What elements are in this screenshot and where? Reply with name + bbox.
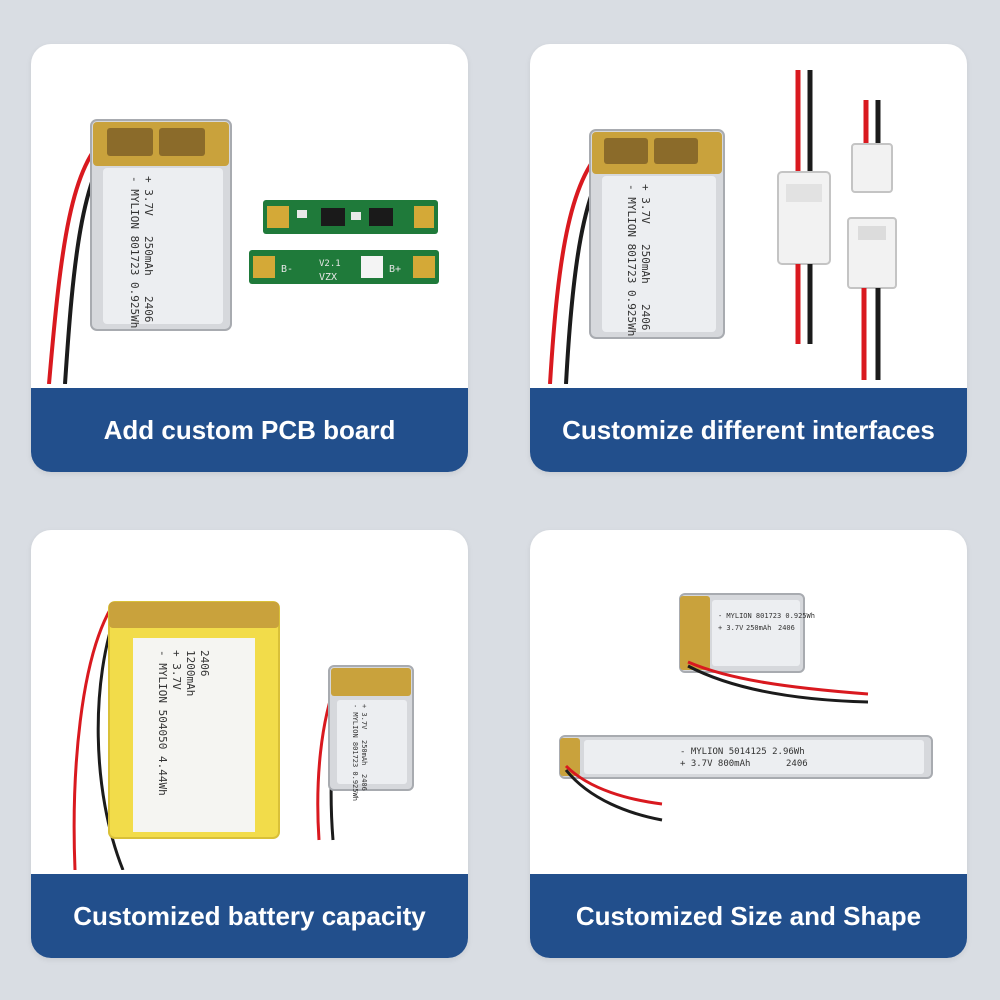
pcb-mark-bplus: B+	[389, 264, 401, 275]
capacity-illustration: - MYLION 504050 4.44Wh + 3.7V 1200mAh 24…	[72, 601, 414, 870]
large-label-line4: 2406	[198, 650, 211, 677]
battery-label-line4: 2406	[142, 296, 155, 323]
large-label-line2: + 3.7V	[170, 650, 183, 690]
lipo-battery-long-icon: - MYLION 5014125 2.96Wh + 3.7V 800mAh 24…	[559, 735, 933, 779]
battery-label-line3: 250mAh	[142, 236, 155, 276]
lipo-battery-small-icon: - MYLION 801723 0.925Wh + 3.7V 250mAh 24…	[328, 665, 414, 801]
caption-banner: Add custom PCB board	[31, 388, 468, 472]
black-wire	[687, 664, 869, 704]
small-label-line3: 250mAh	[360, 740, 368, 765]
red-wire	[687, 660, 869, 696]
lipo-battery-icon: - MYLION 801723 0.925Wh + 3.7V 250mAh 24…	[589, 129, 725, 339]
lipo-battery-large-icon: - MYLION 504050 4.44Wh + 3.7V 1200mAh 24…	[108, 601, 280, 839]
pcb-mark-version: V2.1	[319, 259, 341, 269]
lipo-battery-icon: - MYLION 801723 0.925Wh + 3.7V 250mAh 24…	[90, 119, 232, 331]
pcb-mark-bminus: B-	[281, 264, 293, 275]
small-label-line4: 2406	[360, 774, 368, 791]
connector-plug-icon	[777, 70, 831, 344]
caption-banner: Customize different interfaces	[530, 388, 967, 472]
battery-label-line1: - MYLION 801723 0.925Wh	[128, 176, 141, 328]
feature-card-capacity: - MYLION 504050 4.44Wh + 3.7V 1200mAh 24…	[31, 530, 468, 958]
caption-banner: Customized battery capacity	[31, 874, 468, 958]
battery-label-line4: 2406	[639, 304, 652, 331]
pcb-board-back-icon: B- VZX V2.1 B+	[249, 250, 439, 284]
small-label-line4: 2406	[778, 624, 795, 632]
red-wire	[72, 607, 113, 870]
black-wire-long	[564, 769, 663, 822]
connector-socket-icon	[847, 100, 897, 380]
long-label-line1: - MYLION 5014125 2.96Wh	[680, 747, 805, 757]
feature-card-pcb: - MYLION 801723 0.925Wh + 3.7V 250mAh 24…	[31, 44, 468, 472]
caption-text: Customized Size and Shape	[575, 900, 922, 931]
caption-banner: Customized Size and Shape	[530, 874, 967, 958]
red-wire-long	[564, 764, 663, 806]
small-label-line2: + 3.7V	[360, 704, 368, 730]
small-label-line1: - MYLION 801723 0.925Wh	[718, 612, 815, 620]
long-label-line2: + 3.7V 800mAh	[680, 759, 750, 769]
caption-text: Customize different interfaces	[562, 414, 935, 445]
long-label-line3: 2406	[786, 759, 808, 769]
interfaces-illustration: - MYLION 801723 0.925Wh + 3.7V 250mAh 24…	[548, 70, 897, 384]
battery-label-line2: + 3.7V	[142, 176, 155, 216]
large-label-line1: - MYLION 504050 4.44Wh	[156, 650, 169, 796]
caption-text: Customized battery capacity	[73, 900, 426, 931]
feature-card-size: - MYLION 801723 0.925Wh + 3.7V 250mAh 24…	[530, 530, 967, 958]
size-illustration: - MYLION 801723 0.925Wh + 3.7V 250mAh 24…	[559, 593, 933, 822]
battery-label-line2: + 3.7V	[639, 184, 652, 224]
feature-card-interfaces: - MYLION 801723 0.925Wh + 3.7V 250mAh 24…	[530, 44, 967, 472]
small-label-line3: 250mAh	[746, 624, 771, 632]
pcb-board-icon	[263, 200, 438, 234]
pcb-illustration: - MYLION 801723 0.925Wh + 3.7V 250mAh 24…	[47, 119, 439, 384]
small-label-line1: - MYLION 801723 0.925Wh	[351, 704, 359, 801]
small-label-line2: + 3.7V	[718, 624, 744, 632]
battery-label-line3: 250mAh	[639, 244, 652, 284]
lipo-battery-small-icon: - MYLION 801723 0.925Wh + 3.7V 250mAh 24…	[679, 593, 815, 673]
caption-text: Add custom PCB board	[103, 414, 396, 445]
large-label-line3: 1200mAh	[184, 650, 197, 696]
battery-label-line1: - MYLION 801723 0.925Wh	[625, 184, 638, 336]
pcb-mark-vzx: VZX	[319, 272, 337, 283]
